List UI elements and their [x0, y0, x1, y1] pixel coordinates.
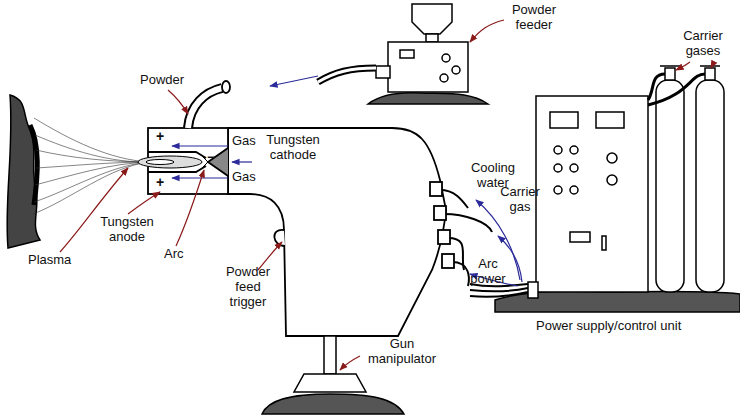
gas-cylinder: [705, 68, 715, 80]
substrate: [30, 125, 37, 205]
gas-cylinder: [656, 80, 684, 292]
power-supply-unit: [570, 164, 578, 172]
gas-cylinder: [696, 80, 724, 292]
part-label: Carrier gases: [670, 28, 736, 58]
gas-cylinder: [648, 74, 705, 105]
gas-cylinder: [648, 66, 724, 292]
leader-line: [340, 356, 360, 370]
part-label: Gun manipulator: [362, 336, 442, 366]
part-label: Arc power: [466, 256, 510, 286]
powder-feeder: [318, 4, 488, 104]
hose: [444, 214, 492, 232]
flow-arrow: [172, 145, 228, 146]
powder-feeder: [376, 66, 390, 78]
power-supply-unit: [602, 236, 606, 250]
spray-cone: [34, 162, 150, 202]
power-supply-unit: [554, 164, 562, 172]
powder-feeder: [318, 68, 376, 82]
spray-gun: [222, 81, 230, 93]
gas-cylinder: [648, 74, 665, 100]
substrate: [7, 95, 40, 248]
power-supply-unit: [596, 112, 624, 128]
spray-gun: [188, 88, 222, 128]
leader-line: [168, 90, 188, 114]
polarity-sign: −: [207, 150, 215, 165]
leader-line: [676, 62, 690, 70]
power-supply-unit: [528, 282, 538, 298]
plasma-flame: [138, 156, 202, 168]
part-label: Gas: [232, 169, 256, 184]
part-label: Gas: [232, 133, 256, 148]
power-supply-unit: [570, 232, 590, 242]
leader-line: [711, 62, 712, 68]
spray-gun: [438, 230, 450, 244]
spray-cone: [34, 118, 150, 162]
gun-manipulator: [262, 336, 404, 414]
flow-arrow: [232, 161, 252, 162]
power-supply-unit: [607, 175, 617, 185]
powder-feeder: [426, 34, 438, 42]
spray-cone: [33, 118, 150, 214]
spray-gun: [442, 254, 454, 268]
polarity-sign: +: [156, 175, 164, 190]
plasma-flame: [138, 156, 202, 168]
part-label: Carrier gas: [496, 184, 544, 214]
power-supply-unit: [550, 112, 578, 128]
spray-cone: [35, 135, 150, 162]
substrate: [7, 95, 40, 248]
power-supply-unit: [570, 186, 578, 194]
spray-gun: [148, 81, 454, 336]
leader-line: [128, 192, 160, 214]
power-supply-unit: [554, 146, 562, 154]
flow-arrow: [172, 177, 228, 178]
powder-feeder: [440, 74, 448, 82]
spray-gun: [208, 148, 228, 176]
powder-feeder: [412, 4, 452, 34]
polarity-sign: +: [156, 129, 164, 144]
power-supply-unit: [607, 153, 617, 163]
powder-feeder: [452, 66, 460, 74]
gun-manipulator: [324, 336, 336, 374]
part-label: Powder: [140, 72, 184, 87]
spray-gun: [430, 182, 442, 196]
leader-line: [470, 20, 504, 42]
powder-feeder: [368, 93, 488, 104]
part-label: Powder feed trigger: [216, 264, 280, 309]
spray-gun: [188, 88, 222, 128]
spray-gun: [434, 206, 446, 220]
gun-manipulator: [294, 374, 366, 392]
powder-feeder: [442, 54, 450, 62]
gas-cylinder: [665, 68, 675, 80]
part-label: Powder feeder: [502, 2, 566, 32]
hose: [470, 292, 528, 297]
powder-feeder: [400, 50, 414, 58]
power-supply-unit: [554, 186, 562, 194]
powder-feeder: [388, 42, 468, 92]
flow-arrow: [270, 76, 318, 86]
hose: [470, 288, 528, 291]
power-supply-unit: [570, 146, 578, 154]
power-supply-unit: [536, 96, 648, 292]
leader-line: [60, 20, 712, 370]
part-label: Arc: [164, 246, 184, 261]
plasma-flame: [146, 160, 174, 165]
gun-manipulator: [262, 394, 404, 414]
part-label: Tungsten cathode: [262, 132, 324, 162]
part-label: Power supply/control unit: [536, 318, 681, 333]
spray-cone: [33, 162, 150, 214]
part-label: Plasma: [28, 252, 71, 267]
spray-cone: [36, 150, 150, 162]
leader-line: [176, 170, 204, 246]
part-label: Tungsten anode: [96, 214, 158, 244]
powder-feeder: [318, 68, 376, 82]
